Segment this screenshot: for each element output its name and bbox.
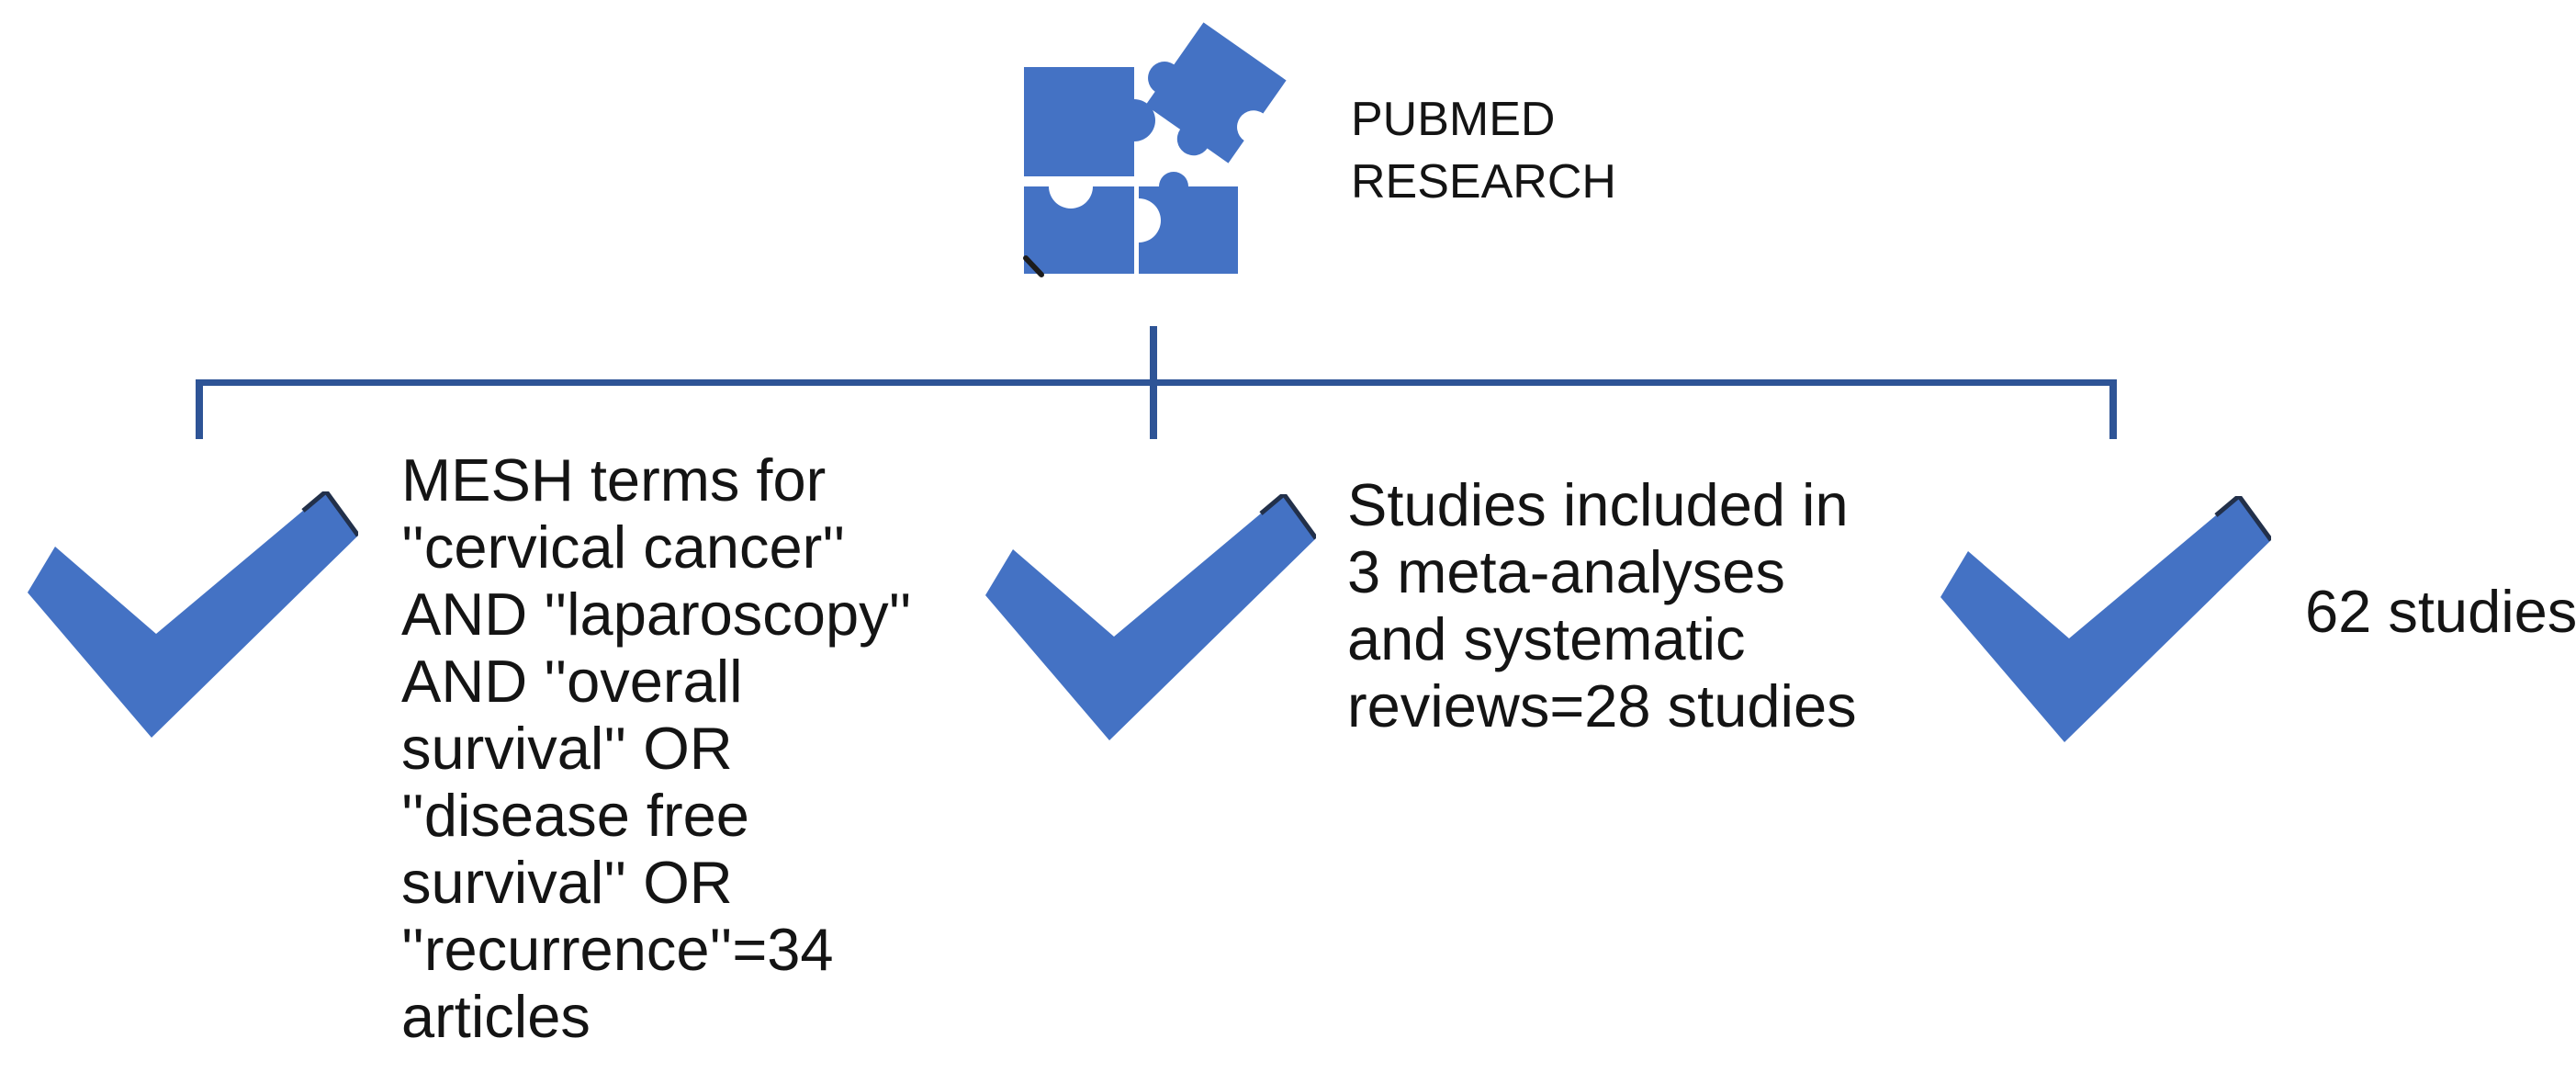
connector-left-drop [196, 379, 203, 439]
branch-label-total-studies: 62 studies [2305, 578, 2576, 645]
root-node-label: PUBMED RESEARCH [1351, 93, 1616, 209]
puzzle-piece-bottom-right [1139, 172, 1238, 274]
branch-label-mesh-terms: MESH terms for ''cervical cancer'' AND '… [401, 446, 912, 1050]
checkmark-icon [1940, 496, 2271, 742]
puzzle-piece-bottom-left [1024, 186, 1134, 274]
checkmark-icon [28, 491, 358, 738]
branch-label-meta-analyses: Studies included in 3 meta-analyses and … [1347, 471, 1857, 739]
connector-horizontal-bar [196, 379, 2117, 386]
puzzle-piece-top-left [1024, 67, 1155, 176]
puzzle-pieces-icon [1023, 22, 1287, 277]
checkmark-icon [985, 494, 1316, 740]
corner-fold-mark [1023, 255, 1044, 277]
puzzle-piece-top-right-detached [1145, 22, 1287, 164]
connector-right-drop [2109, 379, 2117, 439]
